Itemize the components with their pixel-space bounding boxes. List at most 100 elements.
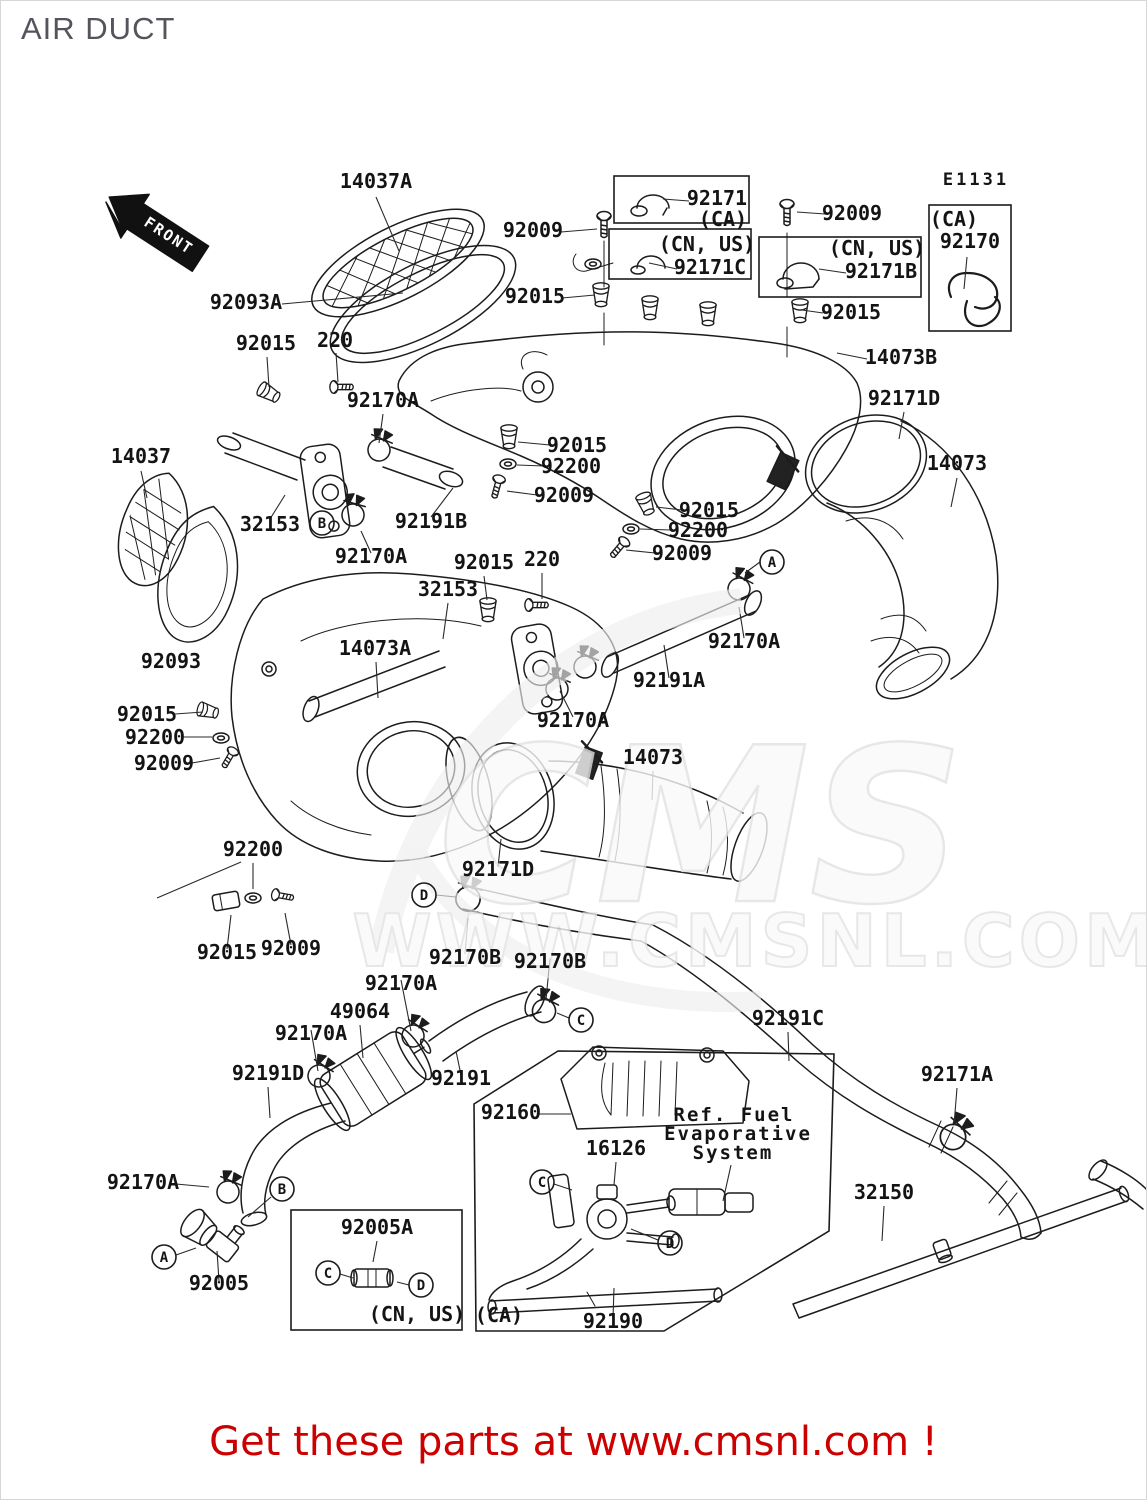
- part-label: 16126: [586, 1136, 646, 1160]
- svg-text:C: C: [324, 1266, 332, 1282]
- part-label: 92093A: [210, 290, 282, 314]
- part-label: 92009: [534, 483, 594, 507]
- part-label: 32153: [418, 577, 478, 601]
- part-label: System: [693, 1142, 774, 1164]
- leader-lines: [140, 196, 968, 1319]
- box-92171B-cnus: [758, 236, 922, 298]
- svg-text:D: D: [666, 1236, 674, 1252]
- part-label: 92200: [125, 725, 185, 749]
- clamp-92171C-inset: [630, 255, 666, 275]
- part-label: 92200: [541, 454, 601, 478]
- part-label: 14037A: [340, 169, 412, 193]
- part-label: 92171D: [868, 386, 940, 410]
- part-label: 92170A: [708, 629, 780, 653]
- part-label: 92191B: [395, 509, 467, 533]
- part-label: 92015: [505, 284, 565, 308]
- hook-92170-inset: [947, 271, 1001, 328]
- part-label: 92171D: [462, 857, 534, 881]
- watermark-url-text: WWW.CMSNL.COM: [352, 899, 1147, 983]
- grille-14037: [117, 472, 189, 587]
- part-label: 92170B: [514, 949, 586, 973]
- svg-text:B: B: [278, 1182, 286, 1198]
- part-label: 92200: [668, 518, 728, 542]
- part-label: 14037: [111, 444, 171, 468]
- svg-text:D: D: [417, 1278, 425, 1294]
- watermark: CMS WWW.CMSNL.COM: [351, 588, 1147, 1012]
- part-label: (CA): [699, 207, 747, 231]
- svg-text:A: A: [160, 1250, 169, 1266]
- watermark-logo-text: CMS: [438, 701, 965, 952]
- part-label: 32153: [240, 512, 300, 536]
- part-label: 92009: [261, 936, 321, 960]
- box-92005A-cnus: [290, 1209, 463, 1331]
- part-label: 49064: [330, 999, 390, 1023]
- part-label: 92171: [687, 186, 747, 210]
- canister-ref-evap: [668, 1188, 754, 1216]
- clamp-92171B-inset: [776, 262, 820, 290]
- pipe-32153-upper: [216, 426, 464, 539]
- part-label: 92160: [481, 1100, 541, 1124]
- part-label: 32150: [854, 1180, 914, 1204]
- part-label: 92171C: [674, 255, 746, 279]
- part-label: 92170A: [365, 971, 437, 995]
- resonator-49064: [313, 1026, 433, 1132]
- part-label: 92009: [503, 218, 563, 242]
- box-92170-ca: [928, 204, 1012, 332]
- ref-marker-B: B: [309, 510, 335, 536]
- part-label: 92009: [134, 751, 194, 775]
- page-title: AIR DUCT: [21, 11, 176, 46]
- part-label: 14073: [623, 745, 683, 769]
- ref-marker-D: D: [408, 1272, 434, 1298]
- part-label: 92009: [822, 201, 882, 225]
- pipe-32150: [792, 1185, 1130, 1319]
- hose-14073-upper: [826, 420, 999, 700]
- part-label: 92009: [652, 541, 712, 565]
- part-label: 14073: [927, 451, 987, 475]
- svg-text:C: C: [538, 1175, 546, 1191]
- ref-marker-D: D: [411, 882, 437, 908]
- fitting-92005: [180, 1208, 245, 1263]
- part-label: 92191D: [232, 1061, 304, 1085]
- svg-text:B: B: [318, 516, 326, 532]
- solenoid-92160: [560, 1045, 750, 1130]
- coupler-92005A-inset: [350, 1268, 394, 1288]
- part-label: 92170A: [347, 388, 419, 412]
- part-label: Evaporative: [664, 1123, 812, 1145]
- part-label: (CA): [475, 1303, 523, 1327]
- part-label: 92170: [940, 229, 1000, 253]
- svg-text:A: A: [768, 555, 777, 571]
- part-label: 220: [524, 547, 560, 571]
- part-label: 92170A: [537, 708, 609, 732]
- part-label: 92093: [141, 649, 201, 673]
- pipe-92190: [487, 1287, 723, 1315]
- part-label: E1131: [943, 170, 1009, 190]
- clamp-92171D-upper: [766, 414, 928, 514]
- part-label: (CN, US): [369, 1302, 465, 1326]
- part-label: 92171B: [845, 259, 917, 283]
- part-label: (CN, US): [659, 232, 755, 256]
- part-label: 92005A: [341, 1215, 413, 1239]
- part-label: 14073B: [865, 345, 937, 369]
- part-label: (CA): [930, 207, 978, 231]
- part-label: 92015: [117, 702, 177, 726]
- part-label: Ref. Fuel: [674, 1104, 795, 1126]
- clamp-92171-inset: [630, 194, 670, 217]
- ref-marker-D: D: [657, 1230, 683, 1256]
- part-label: 92191: [431, 1066, 491, 1090]
- part-label: 92170B: [429, 945, 501, 969]
- part-label: 92170A: [335, 544, 407, 568]
- front-direction-arrow: FRONT: [105, 193, 210, 273]
- ref-marker-C: C: [315, 1260, 341, 1286]
- part-label: 92191C: [752, 1006, 824, 1030]
- box-92171-ca: [613, 175, 750, 224]
- part-label: 92015: [679, 498, 739, 522]
- hose-92191C: [453, 873, 1146, 1240]
- seal-92093: [157, 505, 239, 643]
- diagram-line-art: FRONT: [105, 193, 1146, 1319]
- part-label: 92200: [223, 837, 283, 861]
- part-label: (CN, US): [829, 236, 925, 260]
- footer-banner[interactable]: Get these parts at www.cmsnl.com !: [209, 1419, 938, 1465]
- part-label: 92015: [197, 940, 257, 964]
